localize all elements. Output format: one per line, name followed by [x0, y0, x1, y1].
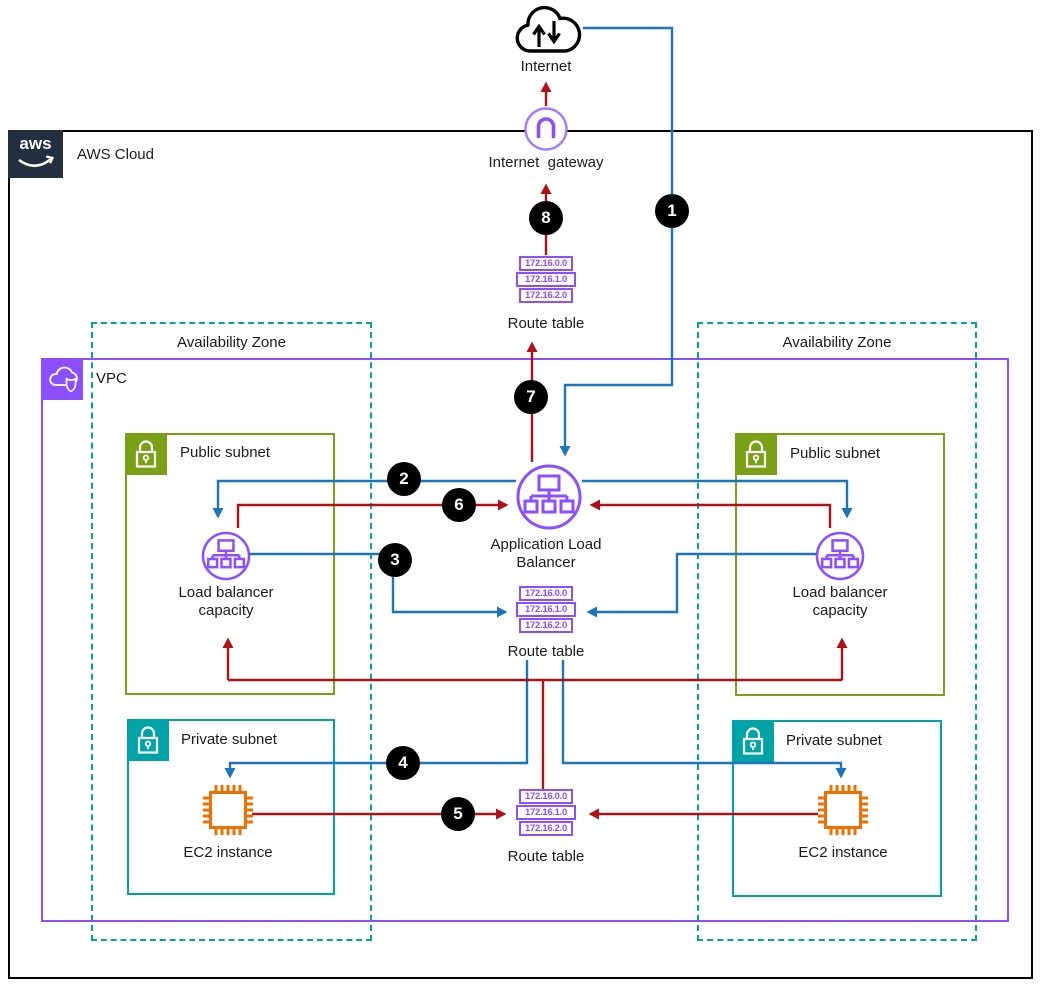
lb-capacity-left-icon — [200, 530, 252, 587]
alb-label-line1: Application Load — [490, 536, 602, 553]
route-entry: 172.16.2.0 — [519, 618, 573, 633]
public-subnet-left-header — [125, 433, 167, 475]
step-badge-7: 7 — [514, 380, 548, 414]
step-badge-5: 5 — [441, 797, 475, 831]
aws-logo: aws — [8, 130, 63, 178]
route-table-middle: 172.16.0.0 172.16.1.0 172.16.2.0 — [515, 586, 577, 634]
aws-logo-text: aws — [19, 134, 52, 153]
unlock-icon — [135, 440, 157, 468]
internet-label: Internet — [520, 58, 572, 75]
route-table-top: 172.16.0.0 172.16.1.0 172.16.2.0 — [515, 256, 577, 304]
vpc-icon — [41, 358, 83, 400]
aws-cloud-label: AWS Cloud — [77, 146, 154, 163]
ec2-instance-left-icon — [198, 780, 258, 845]
unlock-icon — [745, 440, 767, 468]
route-entry: 172.16.1.0 — [516, 602, 576, 617]
step-badge-4: 4 — [386, 746, 420, 780]
route-entry: 172.16.0.0 — [519, 256, 573, 271]
route-entry: 172.16.2.0 — [519, 821, 573, 836]
vpc-label: VPC — [96, 370, 127, 387]
route-table-bottom-label: Route table — [507, 848, 585, 865]
lb-capacity-left-label: Load balancer capacity — [156, 584, 296, 620]
vpc-boundary — [41, 358, 1009, 922]
aws-logo-smile-icon — [18, 155, 55, 168]
lb-capacity-right-icon — [814, 530, 866, 587]
lb-capacity-label-line2: capacity — [812, 602, 868, 619]
public-subnet-right-label: Public subnet — [790, 445, 881, 462]
ec2-instance-left-label: EC2 instance — [183, 844, 273, 861]
availability-zone-left-label: Availability Zone — [177, 334, 286, 351]
internet-gateway-label: Internet gateway — [488, 154, 604, 171]
private-subnet-right-header — [732, 720, 774, 762]
alb-label: Application Load Balancer — [473, 536, 619, 572]
route-table-middle-label: Route table — [507, 643, 585, 660]
aws-cloud-boundary — [8, 130, 1033, 979]
private-subnet-left-label: Private subnet — [181, 731, 277, 748]
public-subnet-left-label: Public subnet — [180, 444, 271, 461]
internet-gateway-icon — [523, 106, 569, 157]
step-badge-3: 3 — [378, 543, 412, 577]
availability-zone-right-label: Availability Zone — [782, 334, 892, 351]
private-subnet-right-label: Private subnet — [786, 732, 882, 749]
availability-zone-right-boundary — [697, 322, 977, 941]
lock-icon — [742, 727, 764, 755]
route-entry: 172.16.1.0 — [516, 805, 576, 820]
step-badge-6: 6 — [442, 488, 476, 522]
lock-icon — [137, 726, 159, 754]
alb-label-line2: Balancer — [516, 554, 576, 571]
route-entry: 172.16.1.0 — [516, 272, 576, 287]
step-badge-2: 2 — [387, 462, 421, 496]
step-badge-1: 1 — [655, 194, 689, 228]
lb-capacity-label-line1: Load balancer — [178, 584, 274, 601]
private-subnet-left-header — [127, 719, 169, 761]
ec2-instance-right-icon — [813, 780, 873, 845]
lb-capacity-label-line1: Load balancer — [792, 584, 888, 601]
application-load-balancer-icon — [514, 462, 584, 537]
public-subnet-right-header — [735, 433, 777, 475]
route-entry: 172.16.2.0 — [519, 288, 573, 303]
route-table-top-label: Route table — [507, 315, 585, 332]
internet-icon — [508, 5, 584, 64]
vpc-cloud-shield-icon — [49, 366, 78, 393]
route-table-bottom: 172.16.0.0 172.16.1.0 172.16.2.0 — [515, 789, 577, 837]
route-entry: 172.16.0.0 — [519, 586, 573, 601]
lb-capacity-label-line2: capacity — [198, 602, 254, 619]
route-entry: 172.16.0.0 — [519, 789, 573, 804]
lb-capacity-right-label: Load balancer capacity — [770, 584, 910, 620]
ec2-instance-right-label: EC2 instance — [798, 844, 888, 861]
availability-zone-left-boundary — [91, 322, 372, 941]
step-badge-8: 8 — [529, 201, 563, 235]
